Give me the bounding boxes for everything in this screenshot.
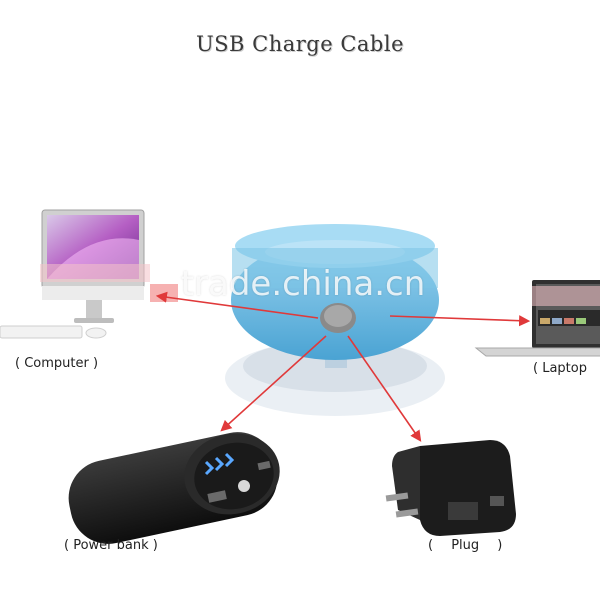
power-bank-label: ( Power bank )	[64, 538, 158, 553]
computer-label: ( Computer )	[15, 356, 99, 371]
plug-label: ( Plug )	[428, 538, 503, 553]
connection-arrows	[155, 291, 531, 442]
shower-speaker-icon	[225, 224, 445, 416]
laptop-label: ( Laptop	[533, 361, 587, 376]
plug-icon	[385, 440, 516, 536]
page-title: USB Charge Cable	[195, 32, 405, 56]
power-bank-icon	[68, 432, 280, 544]
